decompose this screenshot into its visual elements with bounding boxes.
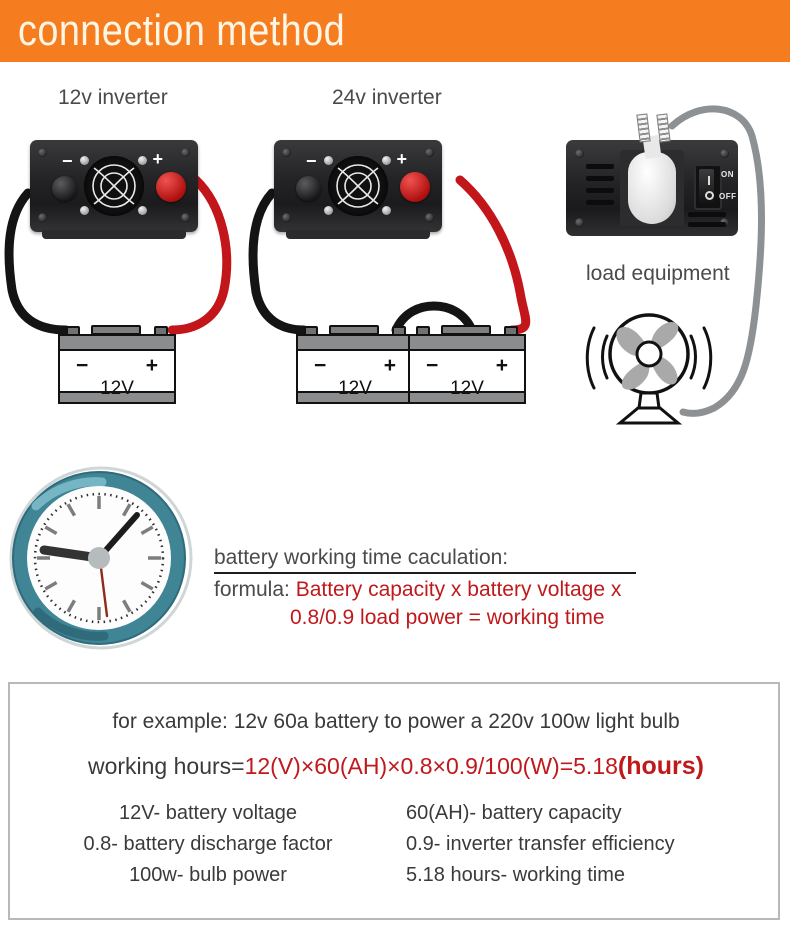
battery-voltage-label: 12V	[338, 378, 372, 399]
label-load-equipment: load equipment	[586, 262, 730, 285]
inverter-24v[interactable]: − +	[274, 140, 442, 239]
minus-sign-icon: −	[314, 354, 327, 377]
analog-clock-icon	[6, 460, 202, 656]
screw-icon	[425, 213, 434, 222]
power-switch[interactable]	[694, 164, 722, 210]
minus-sign-icon: −	[306, 151, 317, 171]
plus-sign-icon: +	[383, 354, 396, 377]
terminal-positive[interactable]	[400, 172, 430, 202]
fan-bolt-icon	[324, 156, 333, 165]
minus-sign-icon: −	[62, 151, 73, 171]
battery-top-band	[296, 334, 414, 351]
battery-top-band	[58, 334, 176, 351]
example-box: for example: 12v 60a battery to power a …	[8, 682, 780, 920]
inverter-foot	[286, 230, 430, 239]
screw-icon	[181, 148, 190, 157]
screw-icon	[38, 213, 47, 222]
battery-24v-left[interactable]: − + 12V	[296, 322, 414, 404]
plug-pin-icon	[636, 113, 651, 143]
fan-bolt-icon	[382, 156, 391, 165]
screw-icon	[282, 213, 291, 222]
legend-row: 0.8- battery discharge factor 0.9- inver…	[10, 833, 782, 856]
vent-slot	[586, 188, 614, 193]
equation-label: working hours=	[87, 753, 245, 779]
example-equation: working hours=12(V)×60(AH)×0.8×0.9/100(W…	[10, 752, 782, 781]
fan-bolt-icon	[80, 156, 89, 165]
screw-icon	[425, 148, 434, 157]
example-legend: 12V- battery voltage 60(AH)- battery cap…	[10, 802, 782, 895]
battery-voltage-label: 12V	[450, 378, 484, 399]
plus-sign-icon: +	[145, 354, 158, 377]
formula-body-1: Battery capacity x battery voltage x	[295, 578, 622, 601]
switch-off-symbol-icon	[705, 191, 714, 200]
vent-slot	[688, 212, 726, 217]
plus-sign-icon: +	[396, 149, 407, 169]
battery-24v-right[interactable]: − + 12V	[408, 322, 526, 404]
calculation-title: battery working time caculation:	[214, 546, 509, 569]
vent-slot	[586, 176, 614, 181]
battery-bottom-band	[408, 391, 526, 404]
legend-item: 0.9- inverter transfer efficiency	[406, 833, 675, 855]
example-intro: for example: 12v 60a battery to power a …	[112, 710, 680, 733]
minus-sign-icon: −	[426, 354, 439, 377]
plus-sign-icon: +	[495, 354, 508, 377]
fan-bolt-icon	[382, 206, 391, 215]
battery-voltage-label: 12V	[100, 378, 134, 399]
page-title: connection method	[18, 6, 346, 55]
battery-top-band	[408, 334, 526, 351]
fan-bolt-icon	[138, 206, 147, 215]
legend-row: 12V- battery voltage 60(AH)- battery cap…	[10, 802, 782, 825]
page-header: connection method	[0, 0, 790, 62]
fan-icon	[580, 292, 730, 426]
terminal-positive[interactable]	[156, 172, 186, 202]
inverter-12v[interactable]: − +	[30, 140, 198, 239]
fan-bolt-icon	[80, 206, 89, 215]
vent-slot	[688, 222, 726, 227]
legend-item: 5.18 hours- working time	[406, 864, 625, 886]
label-24v-inverter: 24v inverter	[332, 86, 442, 109]
terminal-negative[interactable]	[296, 176, 321, 201]
terminal-negative[interactable]	[52, 176, 77, 201]
switch-off-label: OFF	[719, 192, 737, 201]
battery-12v-single[interactable]: − + 12V	[58, 322, 176, 404]
label-12v-inverter: 12v inverter	[58, 86, 168, 109]
screw-icon	[575, 149, 584, 158]
screw-icon	[575, 218, 584, 227]
calculation-divider	[214, 572, 636, 574]
plug-pin-icon	[656, 113, 671, 143]
equation-unit: (hours)	[617, 752, 705, 780]
legend-item: 12V- battery voltage	[119, 802, 297, 824]
rocker-face	[699, 169, 714, 203]
vent-slot	[586, 164, 614, 169]
legend-item: 0.8- battery discharge factor	[83, 833, 333, 855]
screw-icon	[38, 148, 47, 157]
screw-icon	[720, 149, 729, 158]
screw-icon	[282, 148, 291, 157]
fan-bolt-icon	[324, 206, 333, 215]
fan-bolt-icon	[138, 156, 147, 165]
switch-on-label: ON	[721, 170, 734, 179]
minus-sign-icon: −	[76, 354, 89, 377]
inverter-output-unit[interactable]: ON OFF	[566, 113, 738, 236]
plus-sign-icon: +	[152, 149, 163, 169]
inverter-foot	[42, 230, 186, 239]
formula-prefix: formula:	[214, 578, 296, 601]
legend-item: 100w- bulb power	[129, 864, 287, 886]
screw-icon	[181, 213, 190, 222]
legend-row: 100w- bulb power 5.18 hours- working tim…	[10, 864, 782, 887]
vent-slot	[586, 200, 614, 205]
battery-bottom-band	[58, 391, 176, 404]
formula-line-2: 0.8/0.9 load power = working time	[290, 606, 605, 629]
equation-red: 12(V)×60(AH)×0.8×0.9/100(W)=5.18	[244, 753, 618, 779]
fan-grille-icon	[328, 156, 388, 216]
switch-on-symbol-icon	[708, 176, 710, 185]
formula-line-1: formula: Battery capacity x battery volt…	[214, 578, 621, 602]
legend-item: 60(AH)- battery capacity	[406, 802, 622, 824]
power-plug[interactable]	[628, 152, 676, 224]
fan-grille-icon	[84, 156, 144, 216]
